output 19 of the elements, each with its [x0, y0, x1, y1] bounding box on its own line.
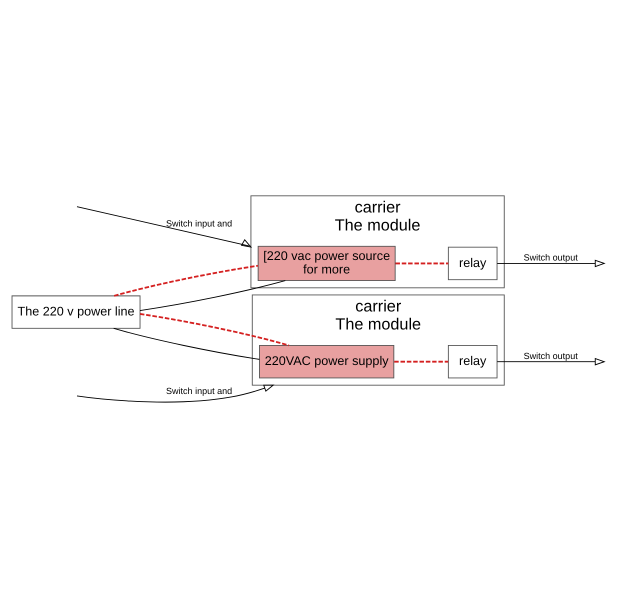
edge-label: Switch output: [524, 350, 578, 361]
arrow: [76, 384, 275, 403]
arrow: [76, 206, 252, 248]
edge-label: Switch input and: [166, 386, 232, 396]
connector: [113, 328, 260, 360]
node-box: [220 vac power source for more: [258, 246, 396, 281]
connector: [394, 360, 448, 363]
arrow: [496, 358, 606, 366]
connector: [114, 264, 258, 297]
node-box: relay: [448, 246, 498, 280]
connector: [140, 313, 290, 346]
node-box: 220VAC power supply: [259, 345, 394, 378]
connector: [395, 262, 448, 264]
node-box: The 220 v power line: [12, 295, 140, 329]
arrow: [496, 260, 606, 268]
edge-label: Switch output: [524, 252, 578, 263]
edge-label: Switch input and: [166, 218, 232, 228]
connector: [140, 280, 286, 311]
node-box: relay: [448, 345, 498, 378]
